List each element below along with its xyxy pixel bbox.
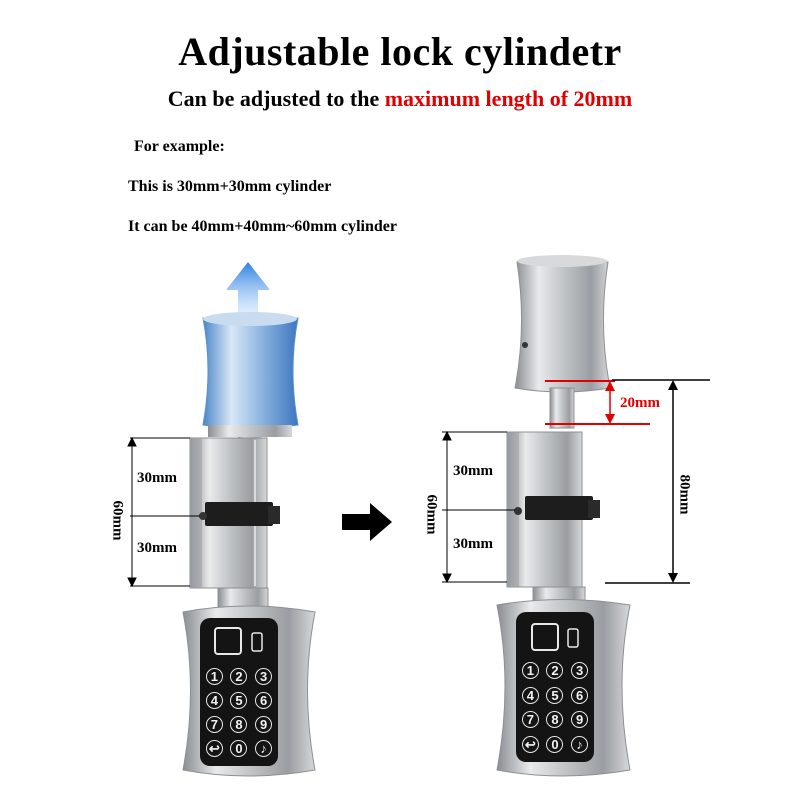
keypad-key[interactable]: 3 [568, 659, 591, 682]
right-upper-label: 30mm [453, 463, 493, 479]
up-arrow-icon [226, 262, 270, 325]
right-lower-label: 30mm [453, 536, 493, 552]
example-adjusted: It can be 40mm+40mm~60mm cylinder [128, 218, 397, 235]
right-total-label: 60mm [423, 494, 440, 535]
keypad-key[interactable]: 1 [203, 665, 226, 687]
keypad-key[interactable]: 2 [544, 659, 567, 682]
left-dimensions [127, 436, 200, 588]
overall-label: 80mm [676, 474, 693, 515]
left-knob [202, 312, 299, 437]
keypad-key[interactable]: 0 [544, 733, 567, 756]
keypad-key[interactable]: ↩ [519, 733, 542, 756]
keypad-key[interactable]: 7 [203, 714, 226, 736]
keypad-key[interactable]: 0 [228, 738, 251, 760]
keypad-key[interactable]: 3 [252, 665, 275, 687]
keypad-key[interactable]: 6 [252, 689, 275, 711]
left-lower-label: 30mm [137, 540, 177, 556]
right-knob [514, 255, 611, 393]
keypad-key[interactable]: 1 [519, 659, 542, 682]
keypad-key[interactable]: ♪ [252, 738, 275, 760]
keypad-key[interactable]: 5 [228, 689, 251, 711]
keypad-key[interactable]: 9 [568, 709, 591, 732]
page-title: Adjustable lock cylindetr [178, 29, 622, 74]
left-total-label: 60mm [109, 500, 126, 541]
overall-dimension [605, 379, 710, 584]
keypad-key[interactable]: 7 [519, 709, 542, 732]
keypad-key[interactable]: 6 [568, 684, 591, 707]
keypad-key[interactable]: 2 [228, 665, 251, 687]
keypad-key[interactable]: 4 [519, 684, 542, 707]
keypad-key[interactable]: ↩ [203, 738, 226, 760]
right-keypad: 1 2 3 4 5 6 7 8 9 ↩ 0 ♪ [519, 659, 591, 756]
extension-dimension [545, 380, 650, 425]
example-heading: For example: [134, 138, 225, 155]
right-dimensions [442, 430, 515, 584]
keypad-key[interactable]: 8 [544, 709, 567, 732]
subtitle-prefix: Can be adjusted to the [167, 86, 385, 111]
example-current: This is 30mm+30mm cylinder [128, 178, 332, 195]
keypad-key[interactable]: 5 [544, 684, 567, 707]
keypad-key[interactable]: 8 [228, 714, 251, 736]
left-upper-label: 30mm [137, 470, 177, 486]
keypad-key[interactable]: 4 [203, 689, 226, 711]
extension-label: 20mm [620, 395, 660, 411]
subtitle-highlight: maximum length of 20mm [384, 86, 633, 111]
left-cylinder-body [189, 437, 280, 589]
right-cylinder-body [506, 431, 600, 588]
keypad-key[interactable]: 9 [252, 714, 275, 736]
right-arrow-icon [342, 503, 392, 541]
page-subtitle: Can be adjusted to the maximum length of… [0, 86, 800, 112]
left-keypad: 1 2 3 4 5 6 7 8 9 ↩ 0 ♪ [203, 665, 275, 760]
keypad-key[interactable]: ♪ [568, 733, 591, 756]
